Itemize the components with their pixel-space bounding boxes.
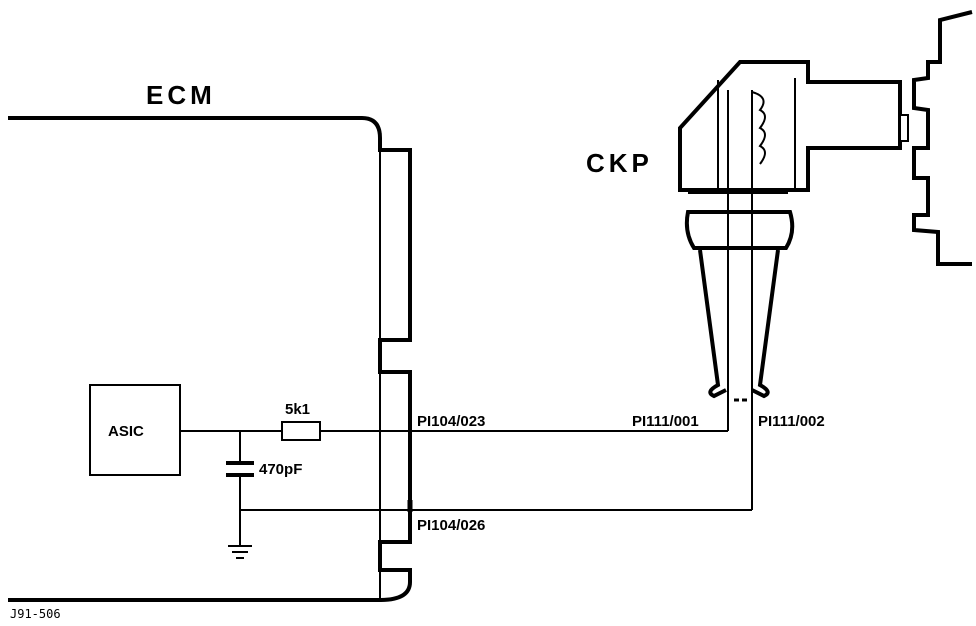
ecm-label: ECM [146, 80, 216, 110]
pin-label-ecm-return: PI104/026 [417, 517, 485, 534]
return-wire [240, 90, 753, 511]
pin-label-ecm-signal: PI104/023 [417, 413, 485, 430]
capacitor-470pf [226, 431, 254, 545]
pin-label-sensor-2: PI111/002 [758, 413, 825, 430]
signal-wire [180, 90, 729, 432]
ckp-sensor-body [678, 60, 909, 399]
asic-label: ASIC [108, 423, 144, 440]
reluctor-wheel [912, 10, 973, 266]
ecm-housing [8, 116, 412, 602]
sensor-coil-icon [751, 91, 766, 165]
resistor-5k1 [281, 421, 321, 441]
resistor-label: 5k1 [285, 401, 310, 418]
figure-id: J91-506 [10, 607, 61, 621]
pin-label-sensor-1: PI111/001 [632, 413, 699, 430]
ground-symbol [228, 545, 252, 559]
ckp-label: CKP [586, 148, 653, 178]
capacitor-label: 470pF [259, 461, 302, 478]
